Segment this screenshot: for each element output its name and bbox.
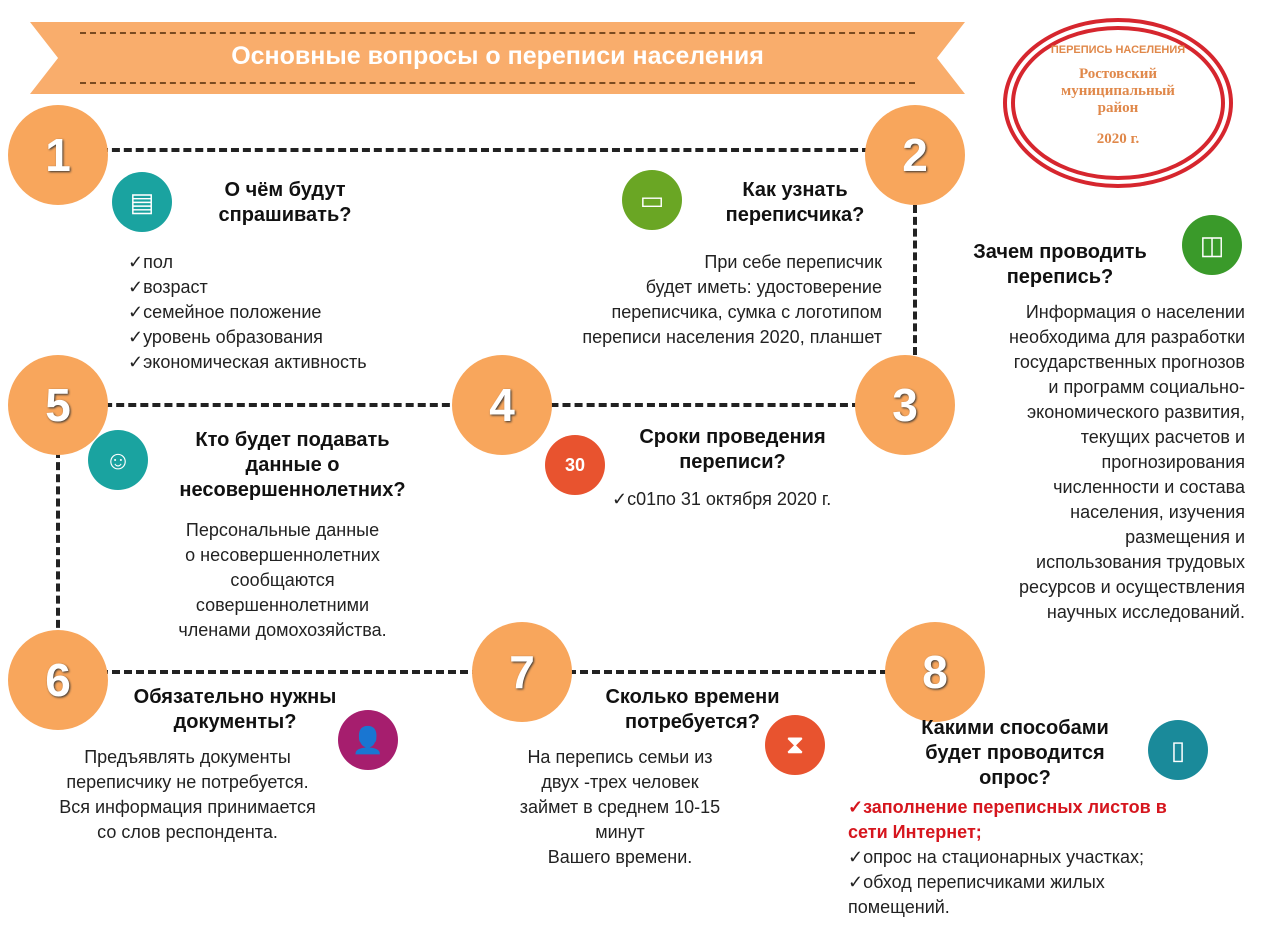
highlight-item: сети Интернет;: [848, 822, 982, 842]
calendar-icon: 30: [545, 435, 605, 495]
list-item: ✓возраст: [128, 277, 208, 297]
list-item: ✓экономическая активность: [128, 352, 367, 372]
list-item: помещений.: [848, 897, 950, 917]
seal-line: муниципальный: [1061, 83, 1175, 99]
list-item: ✓семейное положение: [128, 302, 322, 322]
step-number-8: 8: [885, 622, 985, 722]
phone-chat-icon: ▯: [1148, 720, 1208, 780]
step-number-2: 2: [865, 105, 965, 205]
header-banner: Основные вопросы о переписи населения: [30, 22, 965, 94]
hourglass-icon: ⧗: [765, 715, 825, 775]
q1-list: ✓пол ✓возраст ✓семейное положение ✓урове…: [128, 250, 367, 375]
q4-dates: ✓с01по 31 октября 2020 г.: [612, 489, 832, 509]
connector-line: [913, 205, 917, 355]
step-number-5: 5: [8, 355, 108, 455]
list-item: ✓пол: [128, 252, 173, 272]
highlight-item: ✓заполнение переписных листов в: [848, 797, 1167, 817]
list-item: ✓уровень образования: [128, 327, 323, 347]
seal-year: 2020 г.: [1096, 131, 1140, 147]
step-number-4: 4: [452, 355, 552, 455]
calendar-day: 30: [564, 454, 586, 475]
step-number-3: 3: [855, 355, 955, 455]
step-number-6: 6: [8, 630, 108, 730]
list-item: ✓обход переписчиками жилых: [848, 872, 1105, 892]
seal-line: Ростовский: [1078, 66, 1158, 82]
presentation-chart-icon: ◫: [1182, 215, 1242, 275]
person-icon: 👤: [338, 710, 398, 770]
person-chat-icon: ☺: [88, 430, 148, 490]
census-seal-logo: ПЕРЕПИСЬ НАСЕЛЕНИЯ Ростовский муниципаль…: [1003, 18, 1233, 188]
list-item: ✓опрос на стационарных участках;: [848, 847, 1144, 867]
briefcase-icon: ▭: [622, 170, 682, 230]
connector-line: [100, 148, 870, 152]
connector-line: [56, 450, 60, 640]
seal-line: район: [1097, 100, 1139, 116]
q8-text: ✓заполнение переписных листов в сети Инт…: [848, 795, 1268, 920]
page-title: Основные вопросы о переписи населения: [231, 42, 764, 70]
seal-arc-text: ПЕРЕПИСЬ НАСЕЛЕНИЯ: [1050, 44, 1186, 56]
step-number-1: 1: [8, 105, 108, 205]
notepad-icon: ▤: [112, 172, 172, 232]
step-number-7: 7: [472, 622, 572, 722]
